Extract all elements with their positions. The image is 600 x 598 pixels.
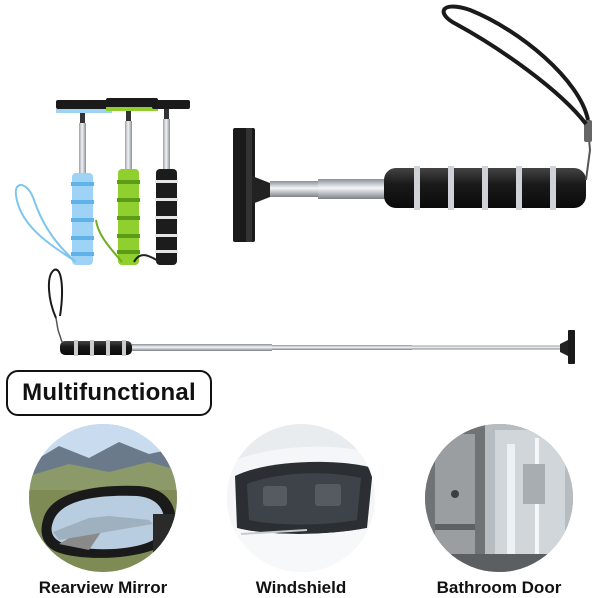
product-illustration <box>14 4 592 364</box>
windshield-photo <box>227 424 375 572</box>
squeegee-blue <box>14 100 112 265</box>
use-bathroom-door: Bathroom Door <box>414 424 584 597</box>
rearview-mirror-caption: Rearview Mirror <box>38 578 168 597</box>
squeegee-extended <box>48 268 575 364</box>
bathroom-door-photo <box>425 424 573 572</box>
squeegee-green <box>95 98 158 265</box>
windshield-caption: Windshield <box>255 578 347 597</box>
badge-label: Multifunctional <box>22 379 196 406</box>
bathroom-door-caption: Bathroom Door <box>436 578 562 597</box>
use-rearview-mirror: Rearview Mirror <box>18 424 188 597</box>
squeegee-large <box>233 4 592 242</box>
multifunctional-badge: Multifunctional <box>6 370 212 416</box>
squeegee-black <box>133 100 190 265</box>
rearview-mirror-photo <box>29 424 177 572</box>
use-windshield: Windshield <box>216 424 386 597</box>
